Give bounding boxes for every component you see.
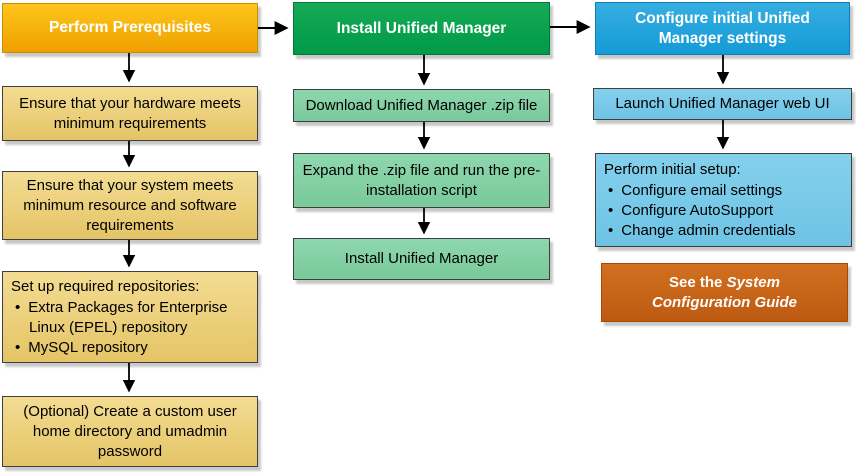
step-hardware-requirements-label: Ensure that your hardware meets minimum … <box>19 94 241 132</box>
header-perform-prerequisites: Perform Prerequisites <box>2 3 258 53</box>
step-download-zip-label: Download Unified Manager .zip file <box>305 96 538 114</box>
bullet-change-admin-credentials: Change admin credentials <box>604 221 845 241</box>
bullet-epel-repository: Extra Packages for Enterprise Linux (EPE… <box>11 298 251 338</box>
step-setup-repositories-label: Set up required repositories: <box>11 277 200 295</box>
header-configure-initial-settings: Configure initial Unified Manager settin… <box>595 2 850 55</box>
step-launch-web-ui: Launch Unified Manager web UI <box>593 88 852 120</box>
step-optional-custom-user-label: (Optional) Create a custom user home dir… <box>23 402 237 460</box>
note-prefix: See the <box>669 273 727 291</box>
header-install-unified-manager-label: Install Unified Manager <box>336 19 507 37</box>
bullet-configure-autosupport: Configure AutoSupport <box>604 201 845 221</box>
header-perform-prerequisites-label: Perform Prerequisites <box>49 19 211 36</box>
step-expand-zip-run-script-label: Expand the .zip file and run the pre-ins… <box>302 161 541 199</box>
step-perform-initial-setup-label: Perform initial setup: <box>604 160 741 178</box>
initial-setup-bullet-list: Configure email settings Configure AutoS… <box>604 181 845 241</box>
step-install-unified-manager-label: Install Unified Manager <box>344 250 499 267</box>
step-hardware-requirements: Ensure that your hardware meets minimum … <box>2 86 258 141</box>
note-guide-title: System Configuration Guide <box>652 273 797 311</box>
step-perform-initial-setup: Perform initial setup: Configure email s… <box>595 153 852 247</box>
header-install-unified-manager: Install Unified Manager <box>293 2 550 55</box>
step-setup-repositories: Set up required repositories: Extra Pack… <box>2 271 258 363</box>
step-launch-web-ui-label: Launch Unified Manager web UI <box>615 95 830 112</box>
note-system-configuration-guide: See the System Configuration Guide <box>601 263 848 322</box>
step-install-unified-manager: Install Unified Manager <box>293 238 550 280</box>
note-system-configuration-guide-label: See the System Configuration Guide <box>620 273 829 313</box>
bullet-configure-email: Configure email settings <box>604 181 845 201</box>
step-download-zip: Download Unified Manager .zip file <box>293 89 550 122</box>
step-system-requirements: Ensure that your system meets minimum re… <box>2 171 258 240</box>
step-system-requirements-label: Ensure that your system meets minimum re… <box>23 176 237 234</box>
step-optional-custom-user: (Optional) Create a custom user home dir… <box>2 396 258 467</box>
header-configure-initial-settings-label: Configure initial Unified Manager settin… <box>635 9 810 47</box>
step-expand-zip-run-script: Expand the .zip file and run the pre-ins… <box>293 153 550 208</box>
bullet-mysql-repository: MySQL repository <box>11 338 251 358</box>
repositories-bullet-list: Extra Packages for Enterprise Linux (EPE… <box>11 298 251 358</box>
